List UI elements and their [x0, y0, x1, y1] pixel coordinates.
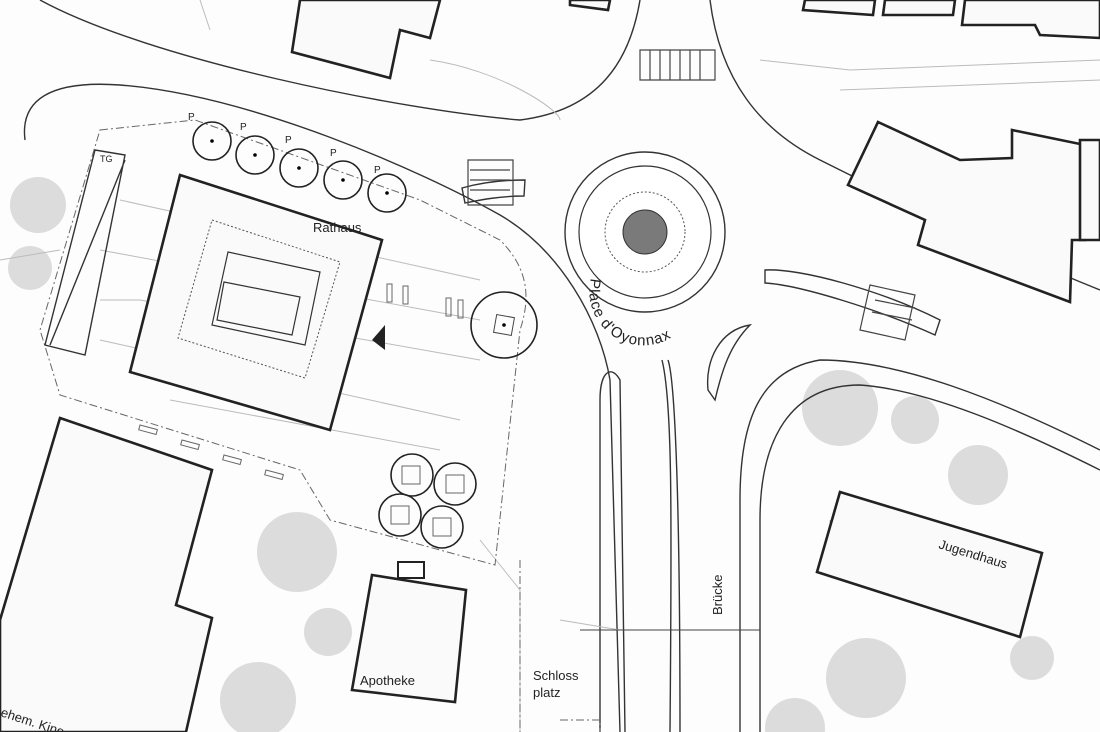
- trees: [8, 177, 1054, 732]
- building-north-2: [568, 0, 612, 12]
- bruecke-label: Brücke: [710, 575, 725, 615]
- svg-text:P: P: [285, 135, 292, 146]
- tg-label: TG: [100, 154, 113, 164]
- tree: [826, 638, 906, 718]
- parking-spot: P: [188, 112, 232, 161]
- bridge-area: Brücke Schloss platz: [519, 560, 760, 732]
- building-jugendhaus: Jugendhaus: [815, 490, 1044, 639]
- tree: [948, 445, 1008, 505]
- building-apotheke: Apotheke: [350, 561, 468, 704]
- tree: [891, 396, 939, 444]
- parking-spot: P: [367, 165, 407, 213]
- tree: [1010, 636, 1054, 680]
- schlossplatz-label-1: Schloss: [533, 668, 579, 683]
- benches: [138, 283, 464, 481]
- building-northeast: [846, 120, 1100, 304]
- roundabout: Place d'Oyonnax: [564, 151, 726, 349]
- tree: [304, 608, 352, 656]
- tree: [765, 698, 825, 732]
- zebra-crossings: [467, 49, 916, 341]
- building-north-1: [290, 0, 442, 80]
- parking-spot: P: [323, 148, 363, 200]
- roundabout-center: [622, 209, 668, 255]
- tree: [802, 370, 878, 446]
- parking-spot: P: [279, 135, 319, 188]
- building-kino: ehem. Kino: [0, 416, 214, 732]
- building-north-3: [801, 0, 1100, 40]
- parking-spots: P P P P P: [188, 112, 407, 213]
- tree: [257, 512, 337, 592]
- svg-text:P: P: [188, 112, 195, 123]
- parking-spot: P: [235, 122, 275, 175]
- schlossplatz-label-2: platz: [533, 685, 560, 700]
- tree: [10, 177, 66, 233]
- tree: [220, 662, 296, 732]
- building-rathaus: Rathaus: [128, 173, 384, 432]
- rathaus-label: Rathaus: [313, 220, 362, 235]
- svg-text:P: P: [330, 148, 337, 159]
- entrance-arrow-icon: [372, 325, 385, 350]
- apotheke-label: Apotheke: [360, 673, 415, 688]
- svg-text:P: P: [240, 122, 247, 133]
- svg-text:P: P: [374, 165, 381, 176]
- planters: [378, 291, 538, 549]
